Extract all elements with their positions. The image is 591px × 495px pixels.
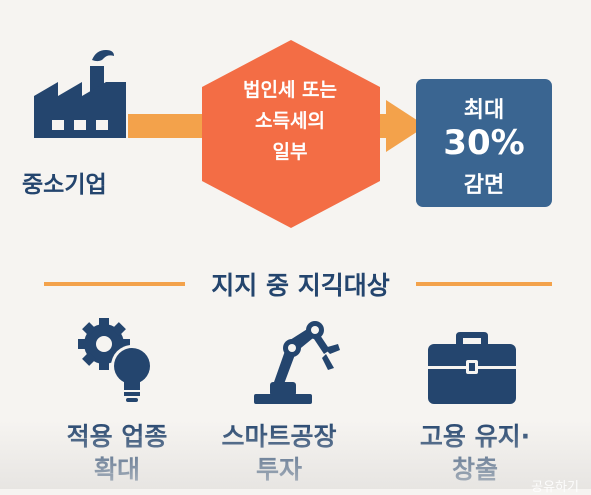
target-label-smart-factory: 스마트공장 투자 [204,420,354,486]
tax-hexagon [202,40,380,228]
robot-arm-icon [254,321,340,404]
divider-right [416,282,552,286]
tax-line: 일부 [272,141,308,163]
target-label-line: 투자 [255,455,302,484]
target-label-line: 창출 [451,455,498,484]
tax-line: 법인세 또는 [242,79,337,101]
target-label-employment: 고용 유지· 창출 [400,420,550,486]
factory-icon [34,50,126,138]
divider-left [44,282,185,286]
target-label-line: 스마트공장 [221,422,337,451]
target-label-line: 고용 유지· [419,422,531,451]
result-line: 최대 [463,98,505,123]
target-label-industry: 적용 업종 확대 [42,420,192,486]
section-title: 지지 중 지긱대상 [211,271,390,300]
tax-line: 소득세의 [255,110,325,132]
gear-bulb-icon [78,318,153,402]
target-label-line: 확대 [93,455,140,484]
target-label-line: 적용 업종 [66,422,168,451]
tax-text: 법인세 또는 소득세의 일부 [222,75,358,168]
briefcase-icon [428,332,516,404]
result-line: 감면 [463,173,505,198]
result-box: 최대 30% 감면 [416,79,552,207]
result-percentage: 30% [443,123,525,163]
share-button[interactable]: 공유하기 [531,480,579,495]
source-label: 중소기업 [22,172,107,198]
